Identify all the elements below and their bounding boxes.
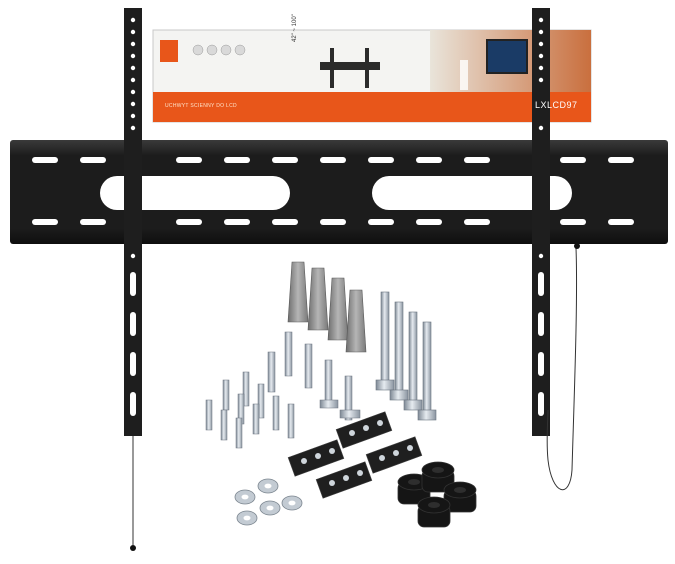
box-size-range: 42" ~ 100" <box>292 14 298 42</box>
box-bracket-illustration <box>320 48 380 88</box>
washers <box>234 478 303 526</box>
wall-anchors <box>287 261 367 353</box>
mount-horizontal-bar <box>10 140 668 244</box>
product-box <box>152 29 592 123</box>
feature-icons <box>192 44 246 56</box>
left-arm-holes <box>130 17 136 416</box>
spacer-plates <box>287 411 423 499</box>
box-tagline: UCHWYT SCIENNY DO LCD <box>165 103 237 109</box>
box-model-label: LXLCD97 <box>535 100 578 110</box>
right-arm-holes <box>538 17 544 416</box>
mount-left-arm <box>124 8 142 551</box>
bar-slots <box>32 157 634 225</box>
machine-bolts <box>205 331 361 449</box>
lag-screws <box>375 291 437 421</box>
mount-right-arm <box>532 8 580 491</box>
rubber-spacers <box>397 461 477 528</box>
box-logo <box>160 40 178 62</box>
